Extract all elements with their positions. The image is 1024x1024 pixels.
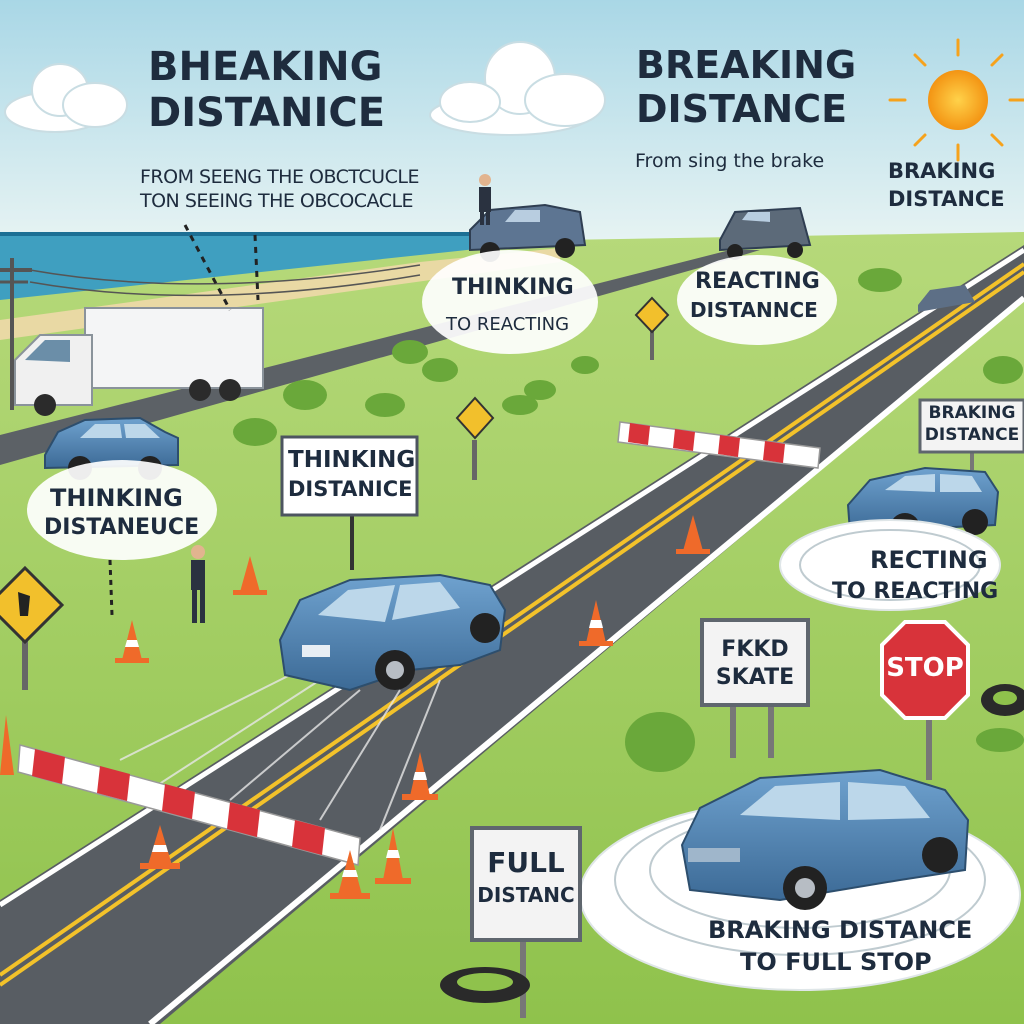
tire-icon <box>440 967 530 1003</box>
sign-stop: STOP <box>886 653 964 683</box>
bubble-thinking-left-2: DISTANEUCE <box>44 515 200 540</box>
bush <box>233 268 1024 772</box>
stop-sign-icon <box>880 620 970 720</box>
traffic-cone-icon <box>579 600 613 646</box>
road-barrier <box>17 744 361 866</box>
sign-full-2: DISTANC <box>477 883 575 907</box>
title-center-line1: BREAKING <box>636 43 857 87</box>
traffic-cone-icon <box>402 752 438 800</box>
warning-sign-icon <box>634 296 670 360</box>
title-left-line1: BHEAKING <box>148 44 383 90</box>
sun-icon <box>888 38 1024 162</box>
road-barrier <box>617 421 821 469</box>
sign-fkkd-1: FKKD <box>721 637 789 662</box>
bubble-thinking-top: THINKING <box>452 275 574 300</box>
bubble-full-stop-1: BRAKING DISTANCE <box>708 916 973 944</box>
cloud-icon <box>4 63 128 133</box>
cloud-icon <box>429 41 606 136</box>
fkkd-skate-sign <box>700 618 810 707</box>
sign-thinking-distance-2: DISTANICE <box>288 477 413 501</box>
person-icon <box>479 174 491 225</box>
thinking-distance-sign <box>280 435 419 517</box>
bubble-thinking-top-sub: TO REACTING <box>446 314 570 335</box>
person-icon <box>191 545 205 623</box>
title-right-line2: DISTANCE <box>888 187 1005 211</box>
sign-thinking-distance-1: THINKING <box>288 447 416 473</box>
sign-braking-small-1: BRAKING <box>928 403 1016 423</box>
car-icon <box>719 206 812 260</box>
reacting-bubble-top <box>677 255 837 345</box>
thinking-bubble-left <box>27 460 217 560</box>
traffic-cone-icon <box>330 850 370 899</box>
title-right-line1: BRAKING <box>888 159 996 183</box>
title-center-line2: DISTANCE <box>636 87 848 131</box>
bubble-reacting-top-2: DISTANNCE <box>690 298 818 322</box>
sign-full-1: FULL <box>487 846 565 879</box>
truck-icon <box>14 307 264 416</box>
braking-distance-small-sign <box>918 398 1024 454</box>
sign-braking-small-2: DISTANCE <box>924 425 1020 445</box>
subtitle-left-2: TON SEEING THE OBCOCACLE <box>140 190 414 212</box>
full-distance-sign <box>470 826 582 942</box>
bubble-reacting-top-1: REACTING <box>695 269 820 294</box>
bubble-recting-2: TO REACTING <box>832 579 999 604</box>
traffic-cone-icon <box>233 556 267 595</box>
traffic-cone-icon <box>0 715 14 775</box>
traffic-cone-icon <box>676 515 710 554</box>
subtitle-left-1: FROM SEENG THE OBCTCUCLE <box>140 166 419 188</box>
traffic-cone-icon <box>115 620 149 663</box>
warning-sign-icon <box>455 396 495 480</box>
traffic-cone-icon <box>140 825 180 869</box>
thinking-bubble-top <box>422 250 598 354</box>
utility-pole <box>0 258 32 410</box>
bubble-thinking-left-1: THINKING <box>50 484 183 512</box>
car-icon <box>680 768 970 910</box>
car-icon <box>278 573 507 692</box>
bubble-recting-1: RECTING <box>870 546 988 574</box>
car-icon <box>918 285 975 312</box>
tire-icon <box>981 684 1024 716</box>
bubble-full-stop-2: TO FULL STOP <box>740 948 932 976</box>
traffic-cone-icon <box>375 828 411 884</box>
title-left-line2: DISTANICE <box>148 90 386 136</box>
sign-fkkd-2: SKATE <box>715 665 795 690</box>
warning-sign-icon <box>0 565 65 690</box>
subtitle-center: From sing the brake <box>635 150 825 172</box>
